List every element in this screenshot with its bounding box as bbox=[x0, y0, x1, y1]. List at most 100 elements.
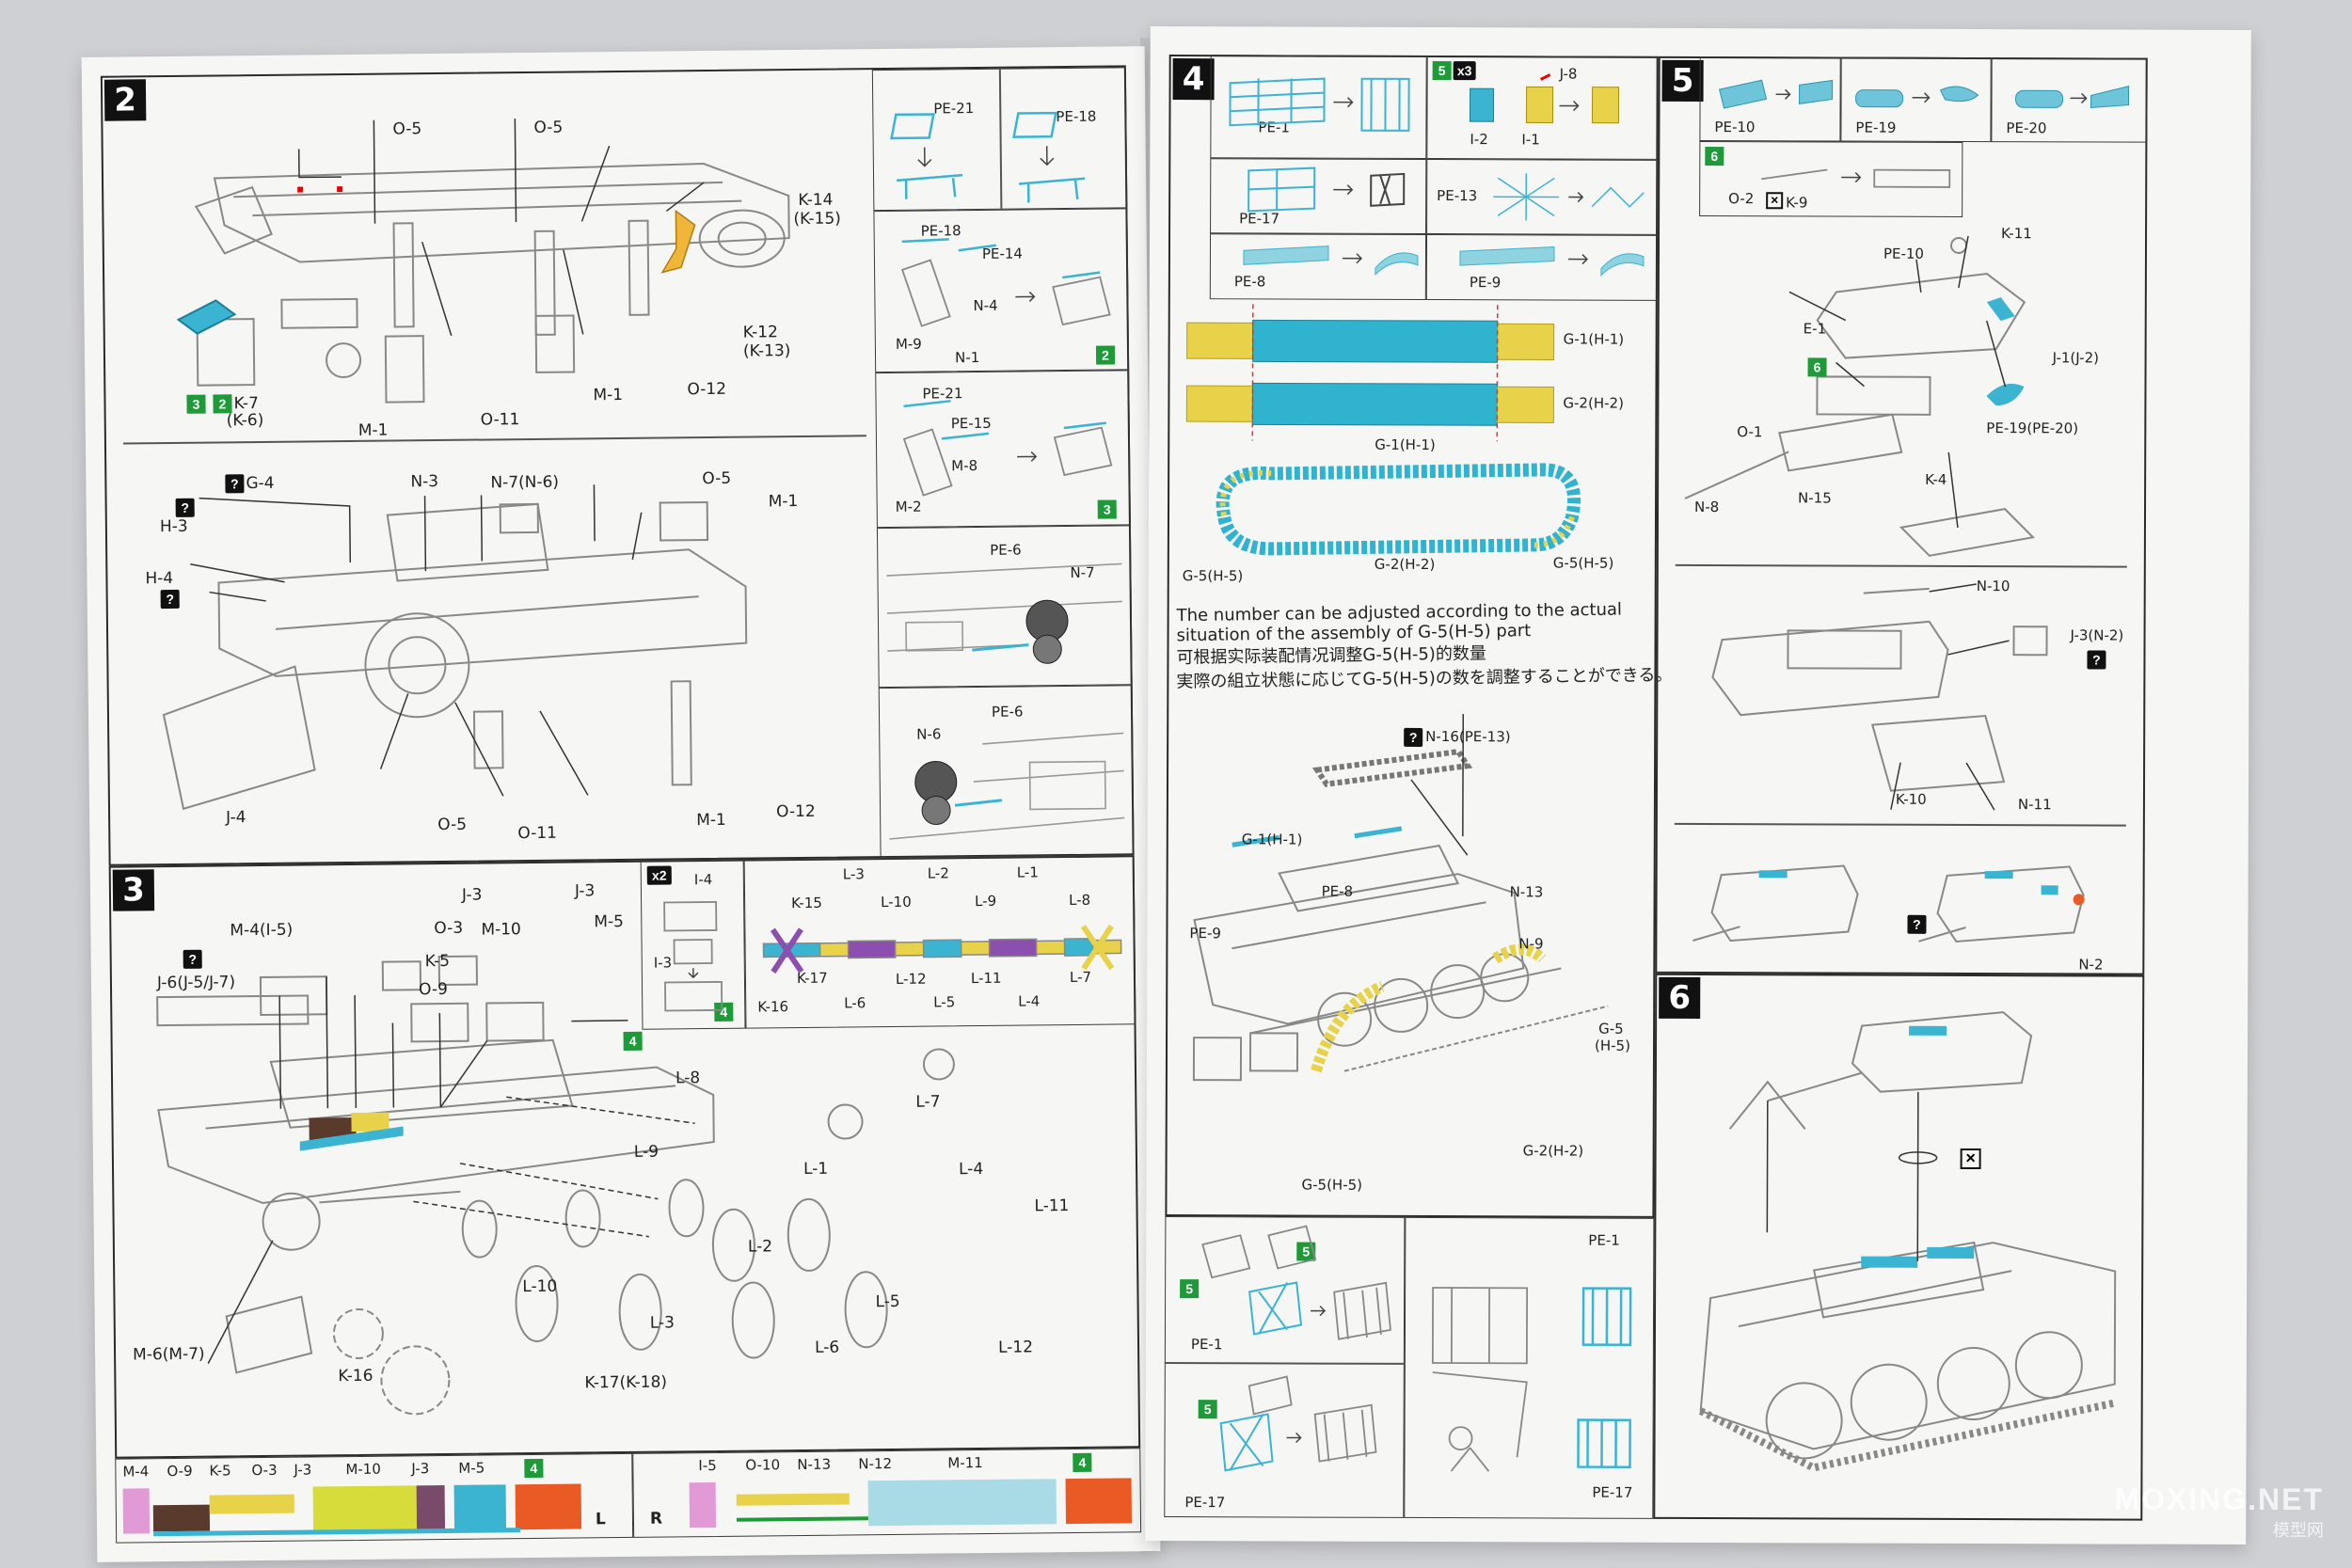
strip-pink-b bbox=[689, 1481, 717, 1528]
question-icon: ? bbox=[2087, 650, 2106, 670]
strip-badge-4: 4 bbox=[524, 1458, 544, 1479]
label-o11-b: O-11 bbox=[517, 823, 558, 844]
step-3-x2-drawing bbox=[663, 901, 723, 1012]
hull-label-g2: G-2(H-2) bbox=[1522, 1142, 1584, 1160]
step-5-mid-drawing bbox=[1711, 583, 2048, 811]
hull-label-pe9: PE-9 bbox=[1189, 925, 1221, 942]
hull-label-g1: G-1(H-1) bbox=[1241, 831, 1303, 848]
strip-label-o3: O-3 bbox=[251, 1461, 278, 1480]
jerrycan-drawing bbox=[1469, 73, 1620, 124]
label-l12: L-12 bbox=[997, 1338, 1034, 1357]
no-glue-icon-step6: × bbox=[1960, 1148, 1981, 1170]
label-pe19-top: PE-19 bbox=[1855, 119, 1897, 136]
right-page: 4 PE-1 5 x3 J-8 I-2 I-1 PE-17 PE-13 PE-8… bbox=[1145, 25, 2251, 1545]
turret-label-k11: K-11 bbox=[2001, 225, 2032, 243]
strip-yellow-b bbox=[736, 1493, 850, 1506]
label-pe1-lower-right: PE-1 bbox=[1588, 1231, 1620, 1249]
watermark-sub: 模型网 bbox=[2273, 1521, 2324, 1540]
track-label-g5-a: G-5(H-5) bbox=[1182, 567, 1244, 585]
turret-label-j1: J-1(J-2) bbox=[2052, 349, 2100, 367]
label-l8: L-8 bbox=[675, 1069, 701, 1088]
strip-label-m11: M-11 bbox=[947, 1454, 983, 1472]
turret-label-pe19: PE-19(PE-20) bbox=[1986, 420, 2079, 437]
label-l10: L-10 bbox=[522, 1276, 558, 1297]
strip-orange-b bbox=[1065, 1478, 1133, 1525]
step-3-wheels-drawing bbox=[762, 924, 1122, 974]
label-l8-w: L-8 bbox=[1069, 891, 1091, 910]
label-n3: N-3 bbox=[410, 472, 439, 492]
hull-label-n13: N-13 bbox=[1509, 883, 1544, 901]
strip-cyan-b bbox=[867, 1479, 1057, 1527]
label-o5-b: O-5 bbox=[533, 118, 564, 137]
label-l1-w: L-1 bbox=[1016, 863, 1039, 881]
strip-side-l: L bbox=[595, 1510, 606, 1529]
step-2-box-5-drawing bbox=[889, 732, 1125, 840]
label-o9: O-9 bbox=[418, 979, 448, 1000]
left-page: 2 bbox=[81, 46, 1161, 1562]
x3-badge: x3 bbox=[1453, 61, 1476, 81]
step-4-hull-drawing bbox=[1192, 714, 1609, 1082]
strip-purple bbox=[416, 1485, 446, 1531]
label-k15: (K-15) bbox=[793, 209, 842, 230]
strip-label-j3-a: J-3 bbox=[294, 1461, 312, 1479]
label-m1-c: M-1 bbox=[768, 492, 799, 512]
label-o5-d: O-5 bbox=[437, 815, 468, 835]
strip-lime bbox=[312, 1485, 418, 1532]
question-icon: ? bbox=[183, 949, 202, 969]
step-2-box-3-drawing bbox=[902, 400, 1113, 497]
label-h3: H-3 bbox=[159, 516, 188, 537]
step-6-tank-drawing bbox=[1698, 1011, 2117, 1472]
watermark-main: MOXING.NET bbox=[2114, 1482, 2324, 1516]
label-m1-b: M-1 bbox=[593, 385, 624, 405]
badge-2-b: 2 bbox=[1095, 345, 1116, 365]
label-k5: K-5 bbox=[424, 951, 451, 972]
strip-yellow bbox=[209, 1494, 294, 1514]
label-l4: L-4 bbox=[958, 1159, 984, 1180]
question-icon: ? bbox=[160, 589, 180, 610]
label-k14: K-14 bbox=[798, 190, 834, 210]
strip-badge-4-b: 4 bbox=[1073, 1452, 1092, 1473]
label-l1: L-1 bbox=[803, 1159, 829, 1179]
label-j6: J-6(J-5/J-7) bbox=[156, 973, 236, 993]
watermark: MOXING.NET 模型网 bbox=[2114, 1482, 2324, 1542]
step-2-lower-hull-drawing bbox=[162, 484, 748, 811]
label-k13: (K-13) bbox=[742, 341, 791, 361]
question-icon: ? bbox=[175, 498, 195, 517]
label-i4: I-4 bbox=[693, 870, 713, 889]
track-label-g1-b: G-1(H-1) bbox=[1375, 436, 1436, 454]
turret-label-o1: O-1 bbox=[1737, 423, 1763, 441]
hull-label-g5-b: G-5(H-5) bbox=[1301, 1176, 1363, 1194]
hull-label-pe8: PE-8 bbox=[1321, 882, 1354, 900]
label-j3-a: J-3 bbox=[461, 885, 483, 905]
mid-label-k10: K-10 bbox=[1895, 790, 1927, 808]
label-l7: L-7 bbox=[915, 1092, 941, 1112]
pe1-fret-drawing bbox=[1229, 77, 1410, 132]
badge-2: 2 bbox=[213, 394, 232, 414]
step-2-upper-hull-drawing bbox=[176, 119, 790, 404]
track-label-g2: G-2(H-2) bbox=[1563, 394, 1624, 412]
label-l11: L-11 bbox=[1034, 1196, 1070, 1216]
mid-label-j3n2: J-3(N-2) bbox=[2070, 626, 2124, 644]
label-l6: L-6 bbox=[814, 1338, 840, 1357]
label-k6: (K-6) bbox=[226, 410, 264, 431]
label-n1: N-1 bbox=[954, 348, 980, 367]
question-icon: ? bbox=[1404, 727, 1423, 747]
mid-label-n11: N-11 bbox=[2017, 796, 2052, 814]
label-k15-w: K-15 bbox=[791, 894, 822, 912]
pe13-drawing bbox=[1493, 173, 1645, 221]
label-n7-n6: N-7(N-6) bbox=[490, 472, 560, 493]
pe8-drawing bbox=[1243, 245, 1419, 277]
label-m1-d: M-1 bbox=[696, 810, 726, 831]
step-5-top-drawing bbox=[1718, 79, 2130, 109]
badge-4-step3: 4 bbox=[623, 1031, 643, 1051]
label-k12: K-12 bbox=[742, 323, 778, 342]
label-g4: G-4 bbox=[246, 473, 275, 494]
label-k17-k18: K-17(K-18) bbox=[584, 1372, 668, 1393]
step-3-hull-drawing bbox=[156, 955, 955, 1416]
strip-cyan bbox=[453, 1484, 507, 1530]
x2-badge: x2 bbox=[646, 865, 672, 885]
strip-side-r: R bbox=[649, 1509, 663, 1528]
label-j3-b: J-3 bbox=[574, 881, 596, 901]
label-m5: M-5 bbox=[594, 911, 625, 932]
strip-label-i5: I-5 bbox=[698, 1456, 717, 1475]
